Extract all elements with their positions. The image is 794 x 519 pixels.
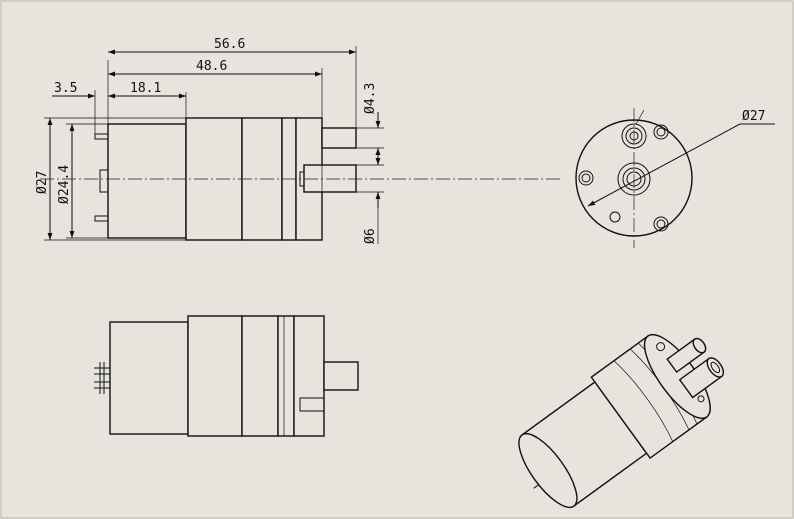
top-pump-ring-2 — [241, 315, 279, 437]
dim-inlet-diameter: Ø6 — [363, 228, 378, 244]
dim-body-length: 48.6 — [196, 59, 227, 74]
outlet-nozzle — [321, 127, 357, 149]
dim-outer-diameter: Ø27 — [35, 171, 50, 194]
dim-end-diameter: Ø27 — [742, 109, 765, 124]
motor-housing — [107, 123, 187, 239]
dim-overall-length: 56.6 — [214, 37, 245, 52]
top-pump-head — [293, 315, 325, 437]
dim-motor-diameter: Ø24.4 — [57, 165, 72, 204]
top-inlet-nozzle — [323, 361, 359, 391]
end-view: Ø27 — [575, 108, 775, 248]
dim-motor-length: 18.1 — [130, 81, 161, 96]
front-view: 56.6 48.6 18.1 3.5 Ø27 Ø24.4 Ø4.3 Ø6 — [35, 37, 560, 244]
motor-boss — [99, 169, 109, 193]
dim-outlet-diameter: Ø4.3 — [363, 83, 378, 114]
dim-terminal-offset: 3.5 — [54, 81, 77, 96]
top-motor-housing — [109, 321, 189, 435]
inlet-nozzle — [303, 164, 357, 193]
terminal-bottom — [94, 215, 109, 222]
top-pump-ring-1 — [187, 315, 243, 437]
top-pump-ring-3 — [277, 315, 295, 437]
isometric-view — [518, 333, 725, 509]
terminal-top — [94, 133, 109, 140]
top-view — [94, 315, 359, 437]
